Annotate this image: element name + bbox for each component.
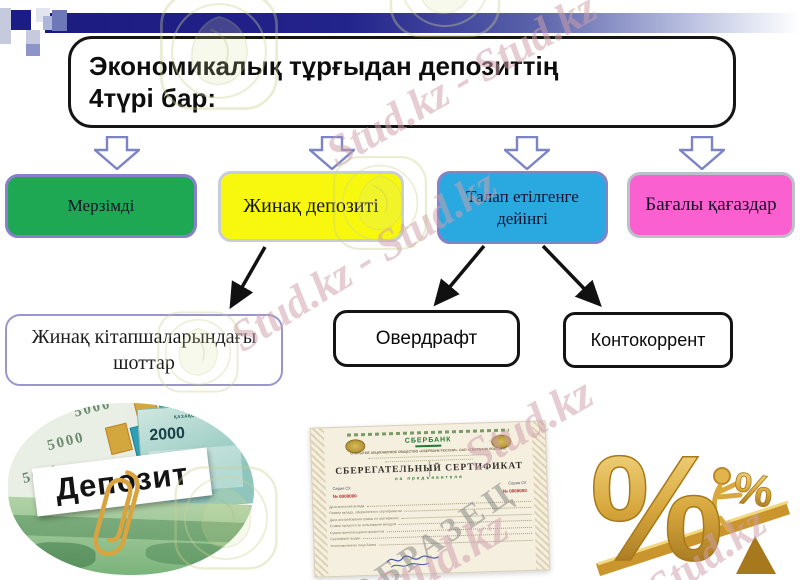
sub-box-overdraft: Овердрафт bbox=[333, 310, 520, 367]
banknote-value: 5000 bbox=[72, 403, 114, 421]
down-arrow-icon bbox=[679, 136, 725, 170]
savings-certificate-image: СБЕРБАНК ОТКРЫТОЕ АКЦИОНЕРНОЕ ОБЩЕСТВО «… bbox=[309, 420, 551, 580]
seesaw-plank-highlight bbox=[597, 500, 789, 566]
sub-box-passbook-accounts: Жинақ кітапшаларындағы шоттар bbox=[5, 314, 283, 386]
deposit-type-label: Жинақ депозиті bbox=[243, 195, 379, 217]
banknote-bank-text: ҚАЗАҚСТАН ҰЛТТЫҚ БАНКІ bbox=[173, 409, 247, 420]
down-arrow-icon bbox=[94, 136, 140, 170]
small-percent-symbol: % bbox=[731, 463, 777, 517]
seesaw-plank bbox=[595, 501, 791, 577]
sub-box-label: Овердрафт bbox=[375, 327, 478, 349]
mosaic-square bbox=[26, 44, 40, 56]
slide-title-box: Экономикалық тұрғыдан депозиттің 4түрі б… bbox=[68, 36, 736, 128]
deposit-type-demand: Талап етілгенге дейінгі bbox=[437, 171, 608, 244]
down-arrow-icon bbox=[309, 136, 355, 170]
sub-box-label: Жинақ кітапшаларындағы шоттар bbox=[31, 326, 257, 374]
gold-figure bbox=[708, 467, 743, 536]
mosaic-square bbox=[52, 10, 67, 31]
certificate-address-line bbox=[384, 457, 473, 463]
banknote-value: 2000 bbox=[148, 424, 186, 445]
mosaic-square bbox=[0, 8, 11, 44]
certificate-bank-underline bbox=[415, 444, 442, 448]
mosaic-square bbox=[26, 30, 40, 44]
deposit-type-securities: Бағалы қағаздар bbox=[627, 172, 795, 238]
certificate-number: № 0000000 bbox=[332, 493, 357, 500]
seesaw-fulcrum bbox=[736, 536, 776, 574]
deposit-type-label: Бағалы қағаздар bbox=[645, 194, 777, 215]
down-arrow-icon bbox=[504, 136, 550, 170]
slide-title-line2: 4түрі бар: bbox=[89, 83, 217, 113]
certificate-series: Серия СХ bbox=[332, 485, 351, 492]
slide-title-line1: Экономикалық тұрғыдан депозиттің bbox=[89, 50, 559, 81]
deposit-type-label: Мерзімді bbox=[67, 196, 135, 215]
certificate-field-label: Уполномоченное лицо Банка bbox=[330, 542, 377, 548]
banknote-value: 5000 bbox=[45, 429, 87, 455]
banknote-pattern bbox=[145, 541, 237, 567]
sub-box-label: Контокоррент bbox=[590, 329, 706, 350]
mosaic-square bbox=[11, 10, 31, 30]
deposit-money-photo: 5000 5000 5000 ҚАЗАҚСТАН ҰЛТТЫҚ БАНКІ 20… bbox=[8, 403, 254, 575]
paperclip-icon bbox=[93, 470, 140, 557]
percent-seesaw-image: % % bbox=[589, 423, 791, 578]
large-percent-symbol: % bbox=[590, 424, 723, 578]
deposit-type-terminal: Мерзімді bbox=[5, 174, 197, 238]
sub-box-kontokorrent: Контокоррент bbox=[563, 312, 733, 368]
top-bar-decoration bbox=[45, 13, 800, 33]
signature-scribble bbox=[386, 555, 440, 568]
deposit-type-savings: Жинақ депозиті bbox=[218, 171, 404, 242]
deposit-type-label: Талап етілгенге дейінгі bbox=[466, 187, 579, 228]
certificate-ornament-border bbox=[310, 428, 329, 577]
